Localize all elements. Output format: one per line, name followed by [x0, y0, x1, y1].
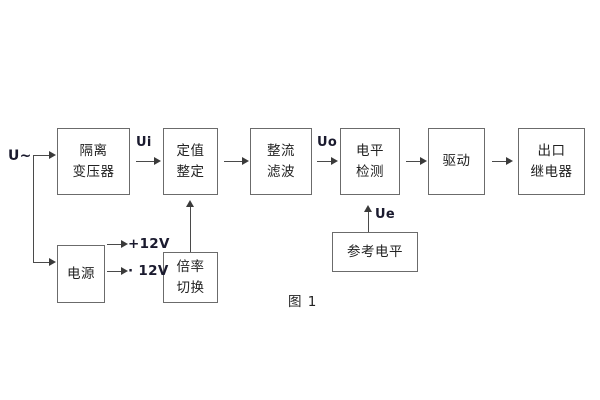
label-negative-12v: · 12V [128, 263, 169, 279]
wire-power-positive-12v [107, 244, 123, 245]
block-multiplier-switch[interactable]: 倍率 切换 [163, 252, 218, 303]
drive-line1: 驱动 [442, 153, 471, 170]
arrow-reference-to-level-detect [364, 205, 372, 212]
isolation-transformer-line1: 隔离 [79, 142, 108, 159]
arrow-drive-to-relay [506, 157, 513, 165]
arrow-into-isolation-transformer [49, 151, 56, 159]
arrow-rectify-to-level [331, 157, 338, 165]
block-drive[interactable]: 驱动 [428, 128, 485, 195]
arrow-multiplier-to-setting [186, 200, 194, 207]
arrow-level-to-drive [420, 157, 427, 165]
level-detect-line2: 检测 [356, 163, 384, 180]
block-rectify-filter[interactable]: 整流 滤波 [250, 128, 312, 195]
block-power-supply[interactable]: 电源 [57, 245, 105, 303]
wire-reference-to-level-detect [368, 211, 369, 232]
setting-value-line1: 定值 [176, 142, 205, 159]
power-supply-line1: 电源 [67, 265, 95, 282]
arrow-setting-to-rectify [242, 157, 249, 165]
wire-rectify-to-level [317, 161, 335, 162]
block-isolation-transformer[interactable]: 隔离 变压器 [57, 128, 130, 195]
block-reference-level[interactable]: 参考电平 [332, 232, 418, 272]
input-voltage-label: U~ [8, 148, 32, 164]
wire-multiplier-to-setting [190, 207, 191, 252]
arrow-transformer-to-setting [154, 157, 161, 165]
block-setting-value[interactable]: 定值 整定 [163, 128, 218, 195]
wire-power-negative-12v [107, 271, 123, 272]
arrow-negative-12v [121, 267, 128, 275]
level-detect-line1: 电平 [356, 142, 384, 159]
signal-label-uo: Uo [317, 135, 338, 150]
multiplier-switch-line1: 倍率 [176, 258, 205, 275]
input-vertical-bus [33, 155, 34, 262]
output-relay-line2: 继电器 [530, 163, 573, 180]
wire-drive-to-relay [492, 161, 509, 162]
label-positive-12v: +12V [128, 236, 170, 252]
wire-setting-to-rectify [224, 161, 243, 162]
setting-value-line2: 整定 [176, 163, 205, 180]
figure-caption: 图 1 [288, 294, 318, 310]
wire-transformer-to-setting [136, 161, 155, 162]
reference-level-line1: 参考电平 [347, 243, 403, 260]
wire-level-to-drive [406, 161, 423, 162]
rectify-filter-line1: 整流 [267, 142, 295, 159]
arrow-positive-12v [121, 240, 128, 248]
multiplier-switch-line2: 切换 [176, 279, 205, 296]
arrow-into-power-supply [49, 258, 56, 266]
branch-line-transformer [33, 155, 50, 156]
output-relay-line1: 出口 [537, 142, 566, 159]
signal-label-ui: Ui [136, 135, 152, 150]
rectify-filter-line2: 滤波 [267, 163, 295, 180]
block-level-detect[interactable]: 电平 检测 [340, 128, 400, 195]
signal-label-ue: Ue [375, 207, 395, 222]
branch-line-power-supply [33, 262, 50, 263]
block-output-relay[interactable]: 出口 继电器 [518, 128, 585, 195]
isolation-transformer-line2: 变压器 [72, 163, 115, 180]
